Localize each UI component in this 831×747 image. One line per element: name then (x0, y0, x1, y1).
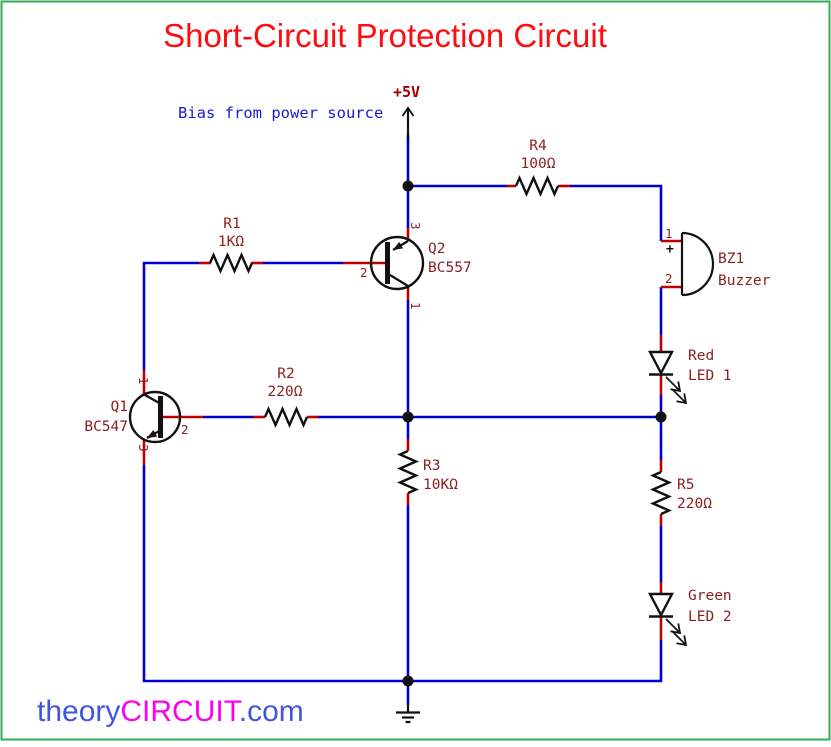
wire-segment (142, 261, 199, 370)
led2-emission-arrow-icon (665, 618, 682, 635)
transistor-q1-symbol (128, 390, 182, 444)
junction-dots (402, 180, 667, 687)
ground-icon (396, 703, 420, 724)
r4-ref-label: R4 (529, 138, 547, 154)
page-title: Short-Circuit Protection Circuit (163, 17, 607, 54)
led2-name-label: LED 2 (688, 609, 732, 625)
r3-ref-label: R3 (423, 458, 440, 474)
resistor-r2-symbol (263, 406, 309, 428)
q2-pin3-label: 3 (408, 222, 423, 230)
transistor-q2-symbol (369, 235, 425, 291)
resistor-r3-symbol (397, 449, 419, 495)
r3-value-label: 10KΩ (423, 477, 458, 493)
r2-ref-label: R2 (277, 366, 294, 382)
bz1-value-label: Buzzer (718, 273, 771, 289)
watermark-brand: CIRCUIT (120, 695, 241, 728)
resistor-r5-symbol (650, 470, 672, 516)
bz1-ref-label: BZ1 (718, 251, 744, 267)
q1-pin2-label: 2 (181, 422, 189, 437)
q2-pin1-label: 1 (408, 302, 423, 310)
r2-value-label: 220Ω (268, 384, 303, 400)
r4-value-label: 100Ω (521, 156, 556, 172)
watermark-prefix: theory (37, 695, 120, 728)
r1-value-label: 1KΩ (218, 234, 244, 250)
junction-dot (655, 411, 667, 423)
led2-emission-arrow-icon (671, 630, 688, 647)
resistor-r1-symbol (208, 252, 254, 274)
q1-pin3-label: 3 (136, 444, 151, 452)
resistor-r4-symbol (514, 175, 560, 197)
q1-value-label: BC547 (84, 419, 128, 435)
q1-ref-label: Q1 (111, 399, 128, 415)
bias-note-label: Bias from power source (178, 104, 383, 122)
q2-value-label: BC557 (428, 260, 472, 276)
bz1-pin1-label: 1 (665, 226, 673, 241)
buzzer-bz1-symbol (680, 231, 715, 297)
led2-symbol (648, 592, 688, 647)
led1-name-label: LED 1 (688, 368, 732, 384)
bz1-pin2-label: 2 (665, 271, 673, 286)
junction-dot (402, 180, 414, 192)
watermark-suffix: .com (239, 695, 304, 728)
q2-pin2-label: 2 (360, 265, 368, 280)
q2-ref-label: Q2 (428, 241, 445, 257)
junction-dot (402, 411, 414, 423)
led1-emission-arrow-icon (671, 388, 688, 405)
led1-emission-arrow-icon (665, 376, 682, 393)
wires (142, 135, 663, 705)
r5-ref-label: R5 (677, 477, 694, 493)
watermark: theoryCIRCUIT.com (37, 695, 304, 728)
q1-pin1-label: 1 (136, 377, 151, 385)
junction-dot (402, 675, 414, 687)
bz1-polarity-label: + (666, 242, 674, 257)
led1-symbol (648, 350, 688, 405)
wire-segment (142, 465, 663, 683)
r5-value-label: 220Ω (677, 496, 712, 512)
led1-color-label: Red (688, 348, 714, 364)
wire-segment (570, 184, 663, 241)
r1-ref-label: R1 (223, 216, 240, 232)
supply-voltage-label: +5V (393, 83, 420, 101)
pin-wires (142, 184, 681, 640)
led2-color-label: Green (688, 588, 732, 604)
